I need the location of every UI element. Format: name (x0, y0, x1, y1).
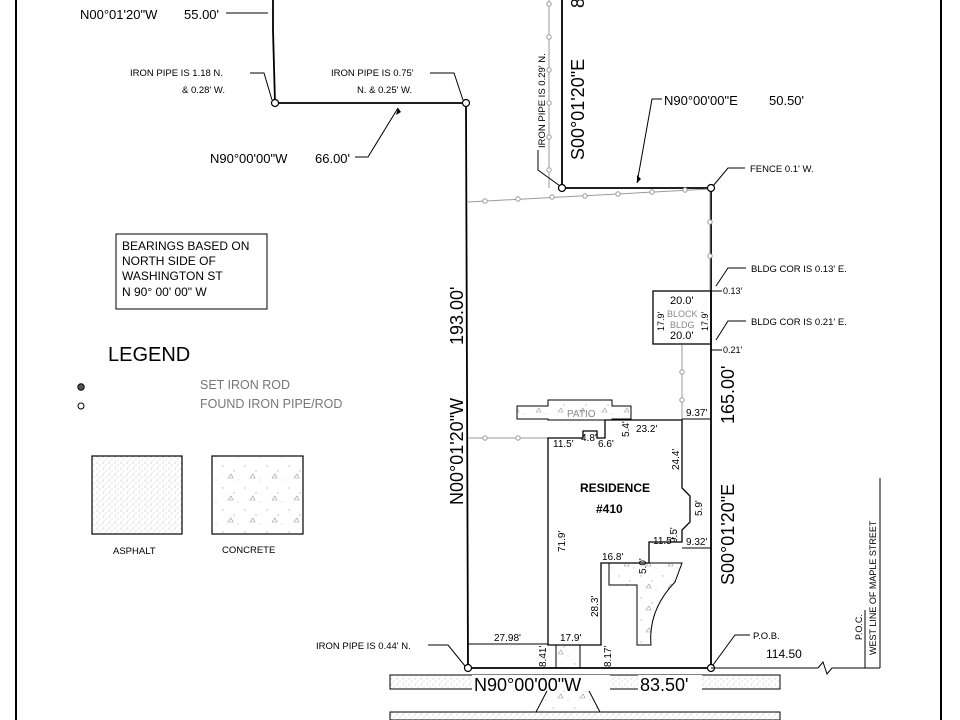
iron-pipe-029-note: IRON PIPE IS 0.29' N. (537, 53, 548, 148)
west-side-bearing: N00°01'20"W (447, 398, 467, 505)
iron-pipe-118-note: IRON PIPE IS 1.18 N. (130, 68, 223, 79)
dim-9-5: 9.5' (669, 527, 680, 543)
dim-27-98: 27.98' (494, 633, 521, 644)
poc-distance: 114.50 (766, 647, 802, 661)
pob-label: P.O.B. (753, 631, 780, 642)
street-strip (389, 711, 781, 720)
bearings-note-box (115, 233, 268, 310)
maple-street-label: WEST LINE OF MAPLE STREET (868, 520, 878, 655)
dim-4-8: 4.8' (581, 433, 597, 444)
east-side-distance: 165.00' (718, 366, 738, 425)
found-pipe-marker (270, 98, 280, 108)
north-jog-bearing: N90°00'00"E (664, 93, 738, 108)
legend-title: LEGEND (108, 344, 190, 366)
block-bldg-bottom: 20.0' (670, 330, 694, 342)
found-pipe-marker (557, 183, 567, 193)
patio-slab (516, 399, 632, 421)
found-pipe-marker (706, 183, 716, 193)
asphalt-swatch (91, 455, 183, 535)
block-bldg-right: 17.9' (700, 311, 710, 331)
dim-9-37: 9.37' (686, 408, 707, 419)
north-jog-distance: 50.50' (769, 93, 804, 108)
bldg-021-note: BLDG COR IS 0.21' E. (751, 317, 847, 328)
residence-name: RESIDENCE (580, 481, 650, 495)
patio-label: PATIO (567, 409, 596, 420)
east-upper-partial: 8 (568, 0, 588, 8)
bearings-line-1: BEARINGS BASED ON (122, 239, 249, 253)
dim-6-6: 6.6' (598, 439, 614, 450)
east-upper-bearing: S00°01'20"E (568, 59, 588, 160)
east-side-bearing: S00°01'20"E (718, 484, 738, 585)
residence-number: #410 (596, 502, 623, 516)
top-left-bearing: N00°01'20"W (80, 7, 158, 22)
dim-16-8: 16.8' (602, 552, 623, 563)
south-bearing: N90°00'00"W (474, 675, 581, 695)
dim-8-17: 8.17' (603, 646, 614, 667)
asphalt-label: ASPHALT (113, 546, 156, 557)
dim-17-9: 17.9' (560, 633, 581, 644)
west-jog-distance: 66.00' (315, 151, 350, 166)
dim-9-32: 9.32' (686, 537, 707, 548)
block-building (652, 290, 712, 345)
concrete-walk (608, 562, 683, 646)
stoop (555, 644, 581, 669)
poc-label: P.O.C. (854, 614, 864, 640)
found-pipe-marker (463, 663, 473, 673)
bearings-line-4: N 90° 00' 00" W (122, 285, 207, 299)
dim-8-41: 8.41' (538, 646, 549, 667)
iron-pipe-075-note-b: N. & 0.25' W. (357, 85, 412, 96)
concrete-swatch (211, 455, 304, 535)
dim-5-9: 5.9' (694, 500, 705, 516)
dim-11-5b: 11.5' (653, 536, 674, 547)
block-bldg-left: 17.9' (656, 311, 666, 331)
found-iron-pipe-symbol (77, 402, 85, 410)
dim-24-4: 24.4' (671, 449, 682, 470)
block-bldg-label-1: BLOCK (667, 309, 698, 319)
south-distance: 83.50' (640, 675, 688, 695)
residence-footprint (547, 419, 691, 646)
dim-71-9: 71.9' (557, 531, 568, 552)
iron-pipe-118-note-b: & 0.28' W. (182, 85, 225, 96)
dim-28-3: 28.3' (590, 596, 601, 617)
iron-pipe-075-note: IRON PIPE IS 0.75' (331, 68, 414, 79)
dim-5-0: 5.0' (638, 558, 649, 574)
bldg-021-offset: 0.21' (723, 345, 743, 355)
west-side-distance: 193.00' (447, 287, 467, 346)
top-left-distance: 55.00' (184, 7, 219, 22)
fence-lines (467, 0, 713, 441)
west-jog-bearing: N90°00'00"W (210, 151, 288, 166)
found-iron-pipe-label: FOUND IRON PIPE/ROD (200, 397, 342, 411)
bldg-013-note: BLDG COR IS 0.13' E. (751, 264, 847, 275)
fence-note: FENCE 0.1' W. (750, 164, 814, 175)
block-bldg-label-2: BLDG (670, 320, 695, 330)
bearings-line-2: NORTH SIDE OF (122, 254, 216, 268)
bldg-013-offset: 0.13' (723, 286, 743, 296)
dim-23-2: 23.2' (636, 424, 657, 435)
set-iron-rod-label: SET IRON ROD (200, 378, 290, 392)
found-pipe-marker (461, 98, 471, 108)
set-iron-rod-symbol (77, 383, 85, 391)
block-bldg-top: 20.0' (670, 295, 694, 307)
concrete-label: CONCRETE (222, 545, 275, 556)
dim-5-4: 5.4' (621, 421, 632, 437)
iron-pipe-044-note: IRON PIPE IS 0.44' N. (316, 641, 411, 652)
dim-11-5: 11.5' (553, 439, 574, 450)
bearings-line-3: WASHINGTON ST (122, 269, 223, 283)
